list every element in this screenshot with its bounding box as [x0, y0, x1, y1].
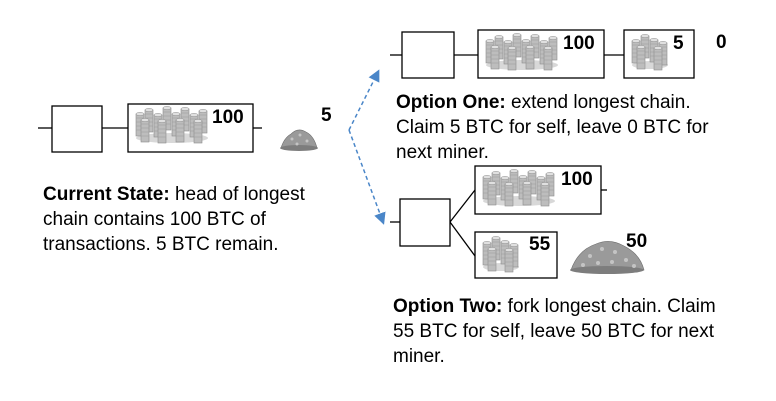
- current-block-value: 100: [212, 107, 244, 128]
- option-one-new-block-value: 5: [673, 33, 684, 54]
- option-two-fork-block-value: 55: [529, 234, 551, 255]
- branch-arrows: [348, 69, 386, 225]
- option-one-chain: [390, 29, 695, 79]
- current-remaining-value: 5: [321, 105, 332, 126]
- option-two-caption: Option Two: fork longest chain. Claim 55…: [393, 294, 738, 369]
- current-state-caption: Current State: head of longest chain con…: [43, 182, 343, 257]
- option-two-left-value: 50: [626, 231, 648, 252]
- option-one-heading: Option One:: [396, 92, 506, 113]
- option-one-caption: Option One: extend longest chain. Claim …: [396, 90, 741, 165]
- empty-block: [51, 105, 103, 153]
- option-two-top-block-value: 100: [561, 169, 593, 190]
- fork-link-top: [449, 189, 476, 223]
- coin-pile-icon: [280, 129, 318, 151]
- current-state-text: head of longest chain contains 100 BTC o…: [43, 184, 305, 255]
- empty-block: [399, 198, 451, 247]
- option-one-text: extend longest chain. Claim 5 BTC for se…: [396, 92, 709, 163]
- coin-pile-icon: [570, 241, 645, 274]
- current-state-heading: Current State:: [43, 184, 170, 205]
- option-two-text: fork longest chain. Claim 55 BTC for sel…: [393, 296, 716, 367]
- option-two-heading: Option Two:: [393, 296, 503, 317]
- arrow-to-option-two: [348, 129, 386, 225]
- fork-link-bottom: [449, 221, 476, 257]
- option-two-fork: [390, 165, 645, 279]
- current-chain: [38, 103, 318, 153]
- option-one-left-value: 0: [716, 32, 727, 53]
- empty-block: [401, 31, 455, 79]
- arrow-to-option-one: [348, 69, 380, 131]
- option-one-block-value: 100: [563, 33, 595, 54]
